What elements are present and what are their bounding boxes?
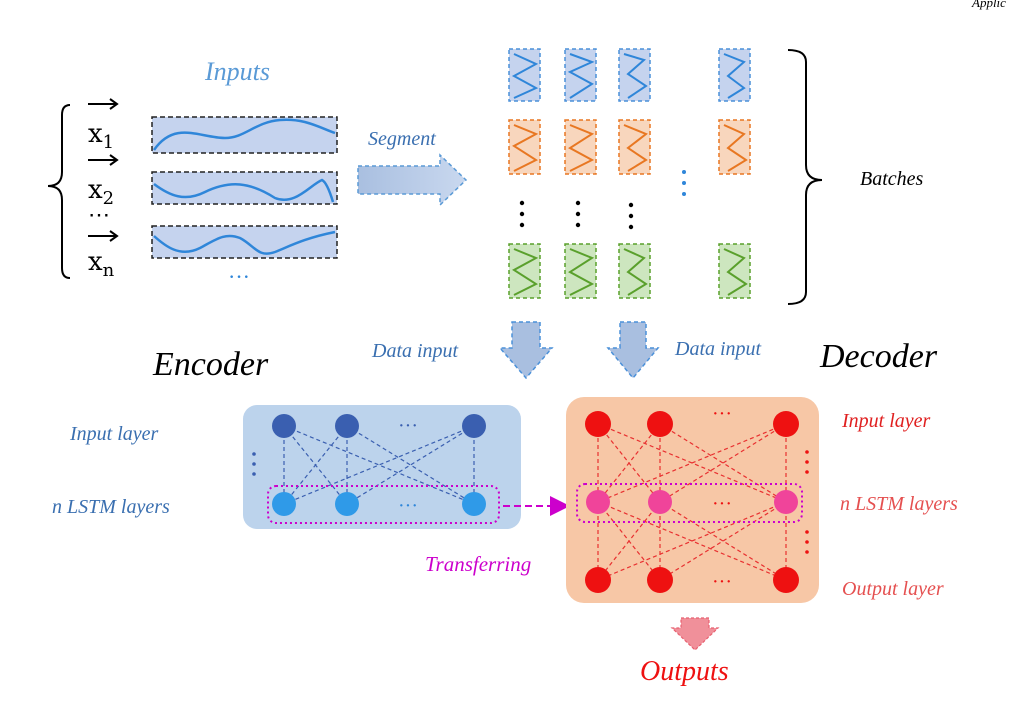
decoder-input-dots: ··· [712,403,732,425]
decoder-lstm-node [648,490,672,514]
decoder-lstm-label: n LSTM layers [840,493,958,515]
batch-segment [718,48,751,102]
encoder-lstm-node [462,492,486,516]
outputs-arrow-icon [670,617,720,651]
decoder-input-node [647,411,673,437]
encoder-input-node [335,414,359,438]
decoder-block: ··· ··· ··· [566,397,819,603]
encoder-lstm-label: n LSTM layers [52,496,170,518]
decoder-output-nodes [585,567,799,593]
vector-arrow-icon [88,98,119,110]
input-signal-2 [151,171,338,205]
inputs-more: ··· [228,264,250,289]
batch-segment [618,48,651,102]
encoder-input-node [272,414,296,438]
batches-label: Batches [860,168,924,190]
svg-text:x1: x1 [88,119,114,153]
input-var-1: x1 [88,98,119,153]
batch-segment [508,243,541,299]
batch-column-dots [682,170,686,196]
decoder-connections [597,423,787,581]
batch-segment [564,243,597,299]
input-var-n: xn [88,230,119,281]
batch-segment [508,119,541,175]
encoder-lstm-node [335,492,359,516]
batches-brace [787,49,823,305]
decoder-lstm-nodes [586,490,798,514]
vector-arrow-icon [88,230,119,242]
inputs-brace [47,104,71,279]
batch-row-green [508,243,751,299]
data-input-arrow-left-icon [498,321,554,380]
encoder-input-node [462,414,486,438]
decoder-input-nodes [585,411,799,437]
encoder-lstm-nodes [272,492,486,516]
encoder-input-dots: ··· [398,415,418,437]
segment-arrow-icon [357,153,468,207]
decoder-output-node [647,567,673,593]
decoder-input-node [773,411,799,437]
batch-segment [618,119,651,175]
decoder-output-node [585,567,611,593]
inputs-vdots: ⋯ [88,203,110,228]
decoder-lstm-dots: ··· [712,493,732,515]
batch-row-blue [508,48,751,102]
transferring-label: Transferring [425,552,531,576]
encoder-side-dots [252,452,256,476]
encoder-lstm-node [272,492,296,516]
encoder-input-nodes [272,414,486,438]
segment-label: Segment [368,128,436,150]
svg-text:x2: x2 [88,175,114,209]
encoder-connections [283,425,475,505]
input-signal-n [151,225,338,259]
input-var-2: x2 [88,154,119,209]
decoder-input-layer-label: Input layer [841,410,931,432]
data-input-left-label: Data input [371,340,459,362]
input-signal-1 [151,116,338,154]
encoder-title: Encoder [152,346,269,383]
corner-text: Applic [971,0,1006,10]
decoder-lstm-node [774,490,798,514]
decoder-side-dots [805,450,809,554]
batch-segment [508,48,541,102]
data-input-right-label: Data input [674,338,762,360]
outputs-label: Outputs [640,656,729,687]
decoder-output-dots: ··· [712,571,732,593]
batch-vertical-dots [519,200,634,230]
decoder-lstm-node [586,490,610,514]
decoder-output-layer-label: Output layer [842,578,944,600]
decoder-input-node [585,411,611,437]
batch-segment [718,119,751,175]
decoder-output-node [773,567,799,593]
encoder-input-layer-label: Input layer [69,423,159,445]
batch-segment [718,243,751,299]
batch-segment [564,48,597,102]
batch-row-orange [508,119,751,175]
encoder-block: ··· ··· [243,405,521,529]
vector-arrow-icon [88,154,119,166]
decoder-lstm-highlight [576,483,803,523]
svg-text:xn: xn [88,247,115,281]
batch-segment [564,119,597,175]
batch-segment [618,243,651,299]
encoder-lstm-dots: ··· [398,495,418,517]
decoder-title: Decoder [819,338,938,375]
data-input-arrow-right-icon [606,321,660,380]
inputs-title: Inputs [204,57,270,86]
